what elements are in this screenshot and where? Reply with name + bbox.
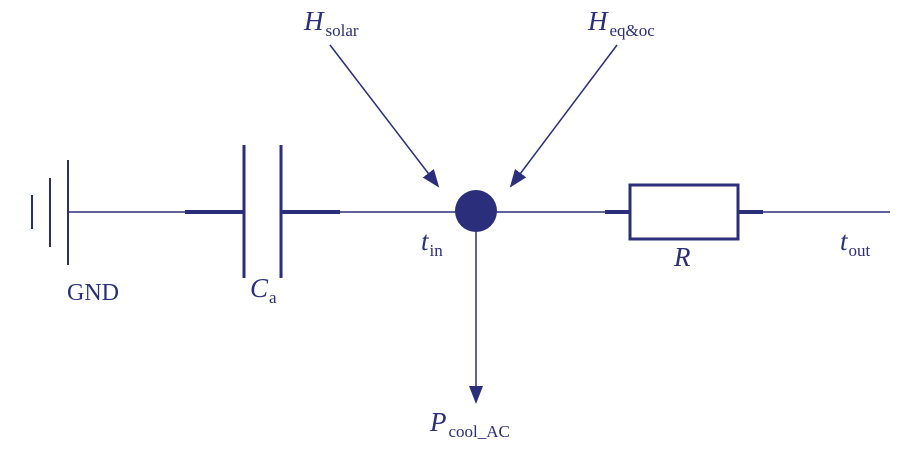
label-r: R [673,242,691,272]
resistor-body [628,183,740,241]
indoor-node [455,190,497,232]
arrow-h-eq [509,44,618,188]
label-c-a: Ca [250,273,277,307]
label-t-in: tin [421,226,443,260]
label-gnd: GND [67,280,119,306]
arrow-h-solar [329,44,440,188]
label-t-out: tout [840,226,871,260]
